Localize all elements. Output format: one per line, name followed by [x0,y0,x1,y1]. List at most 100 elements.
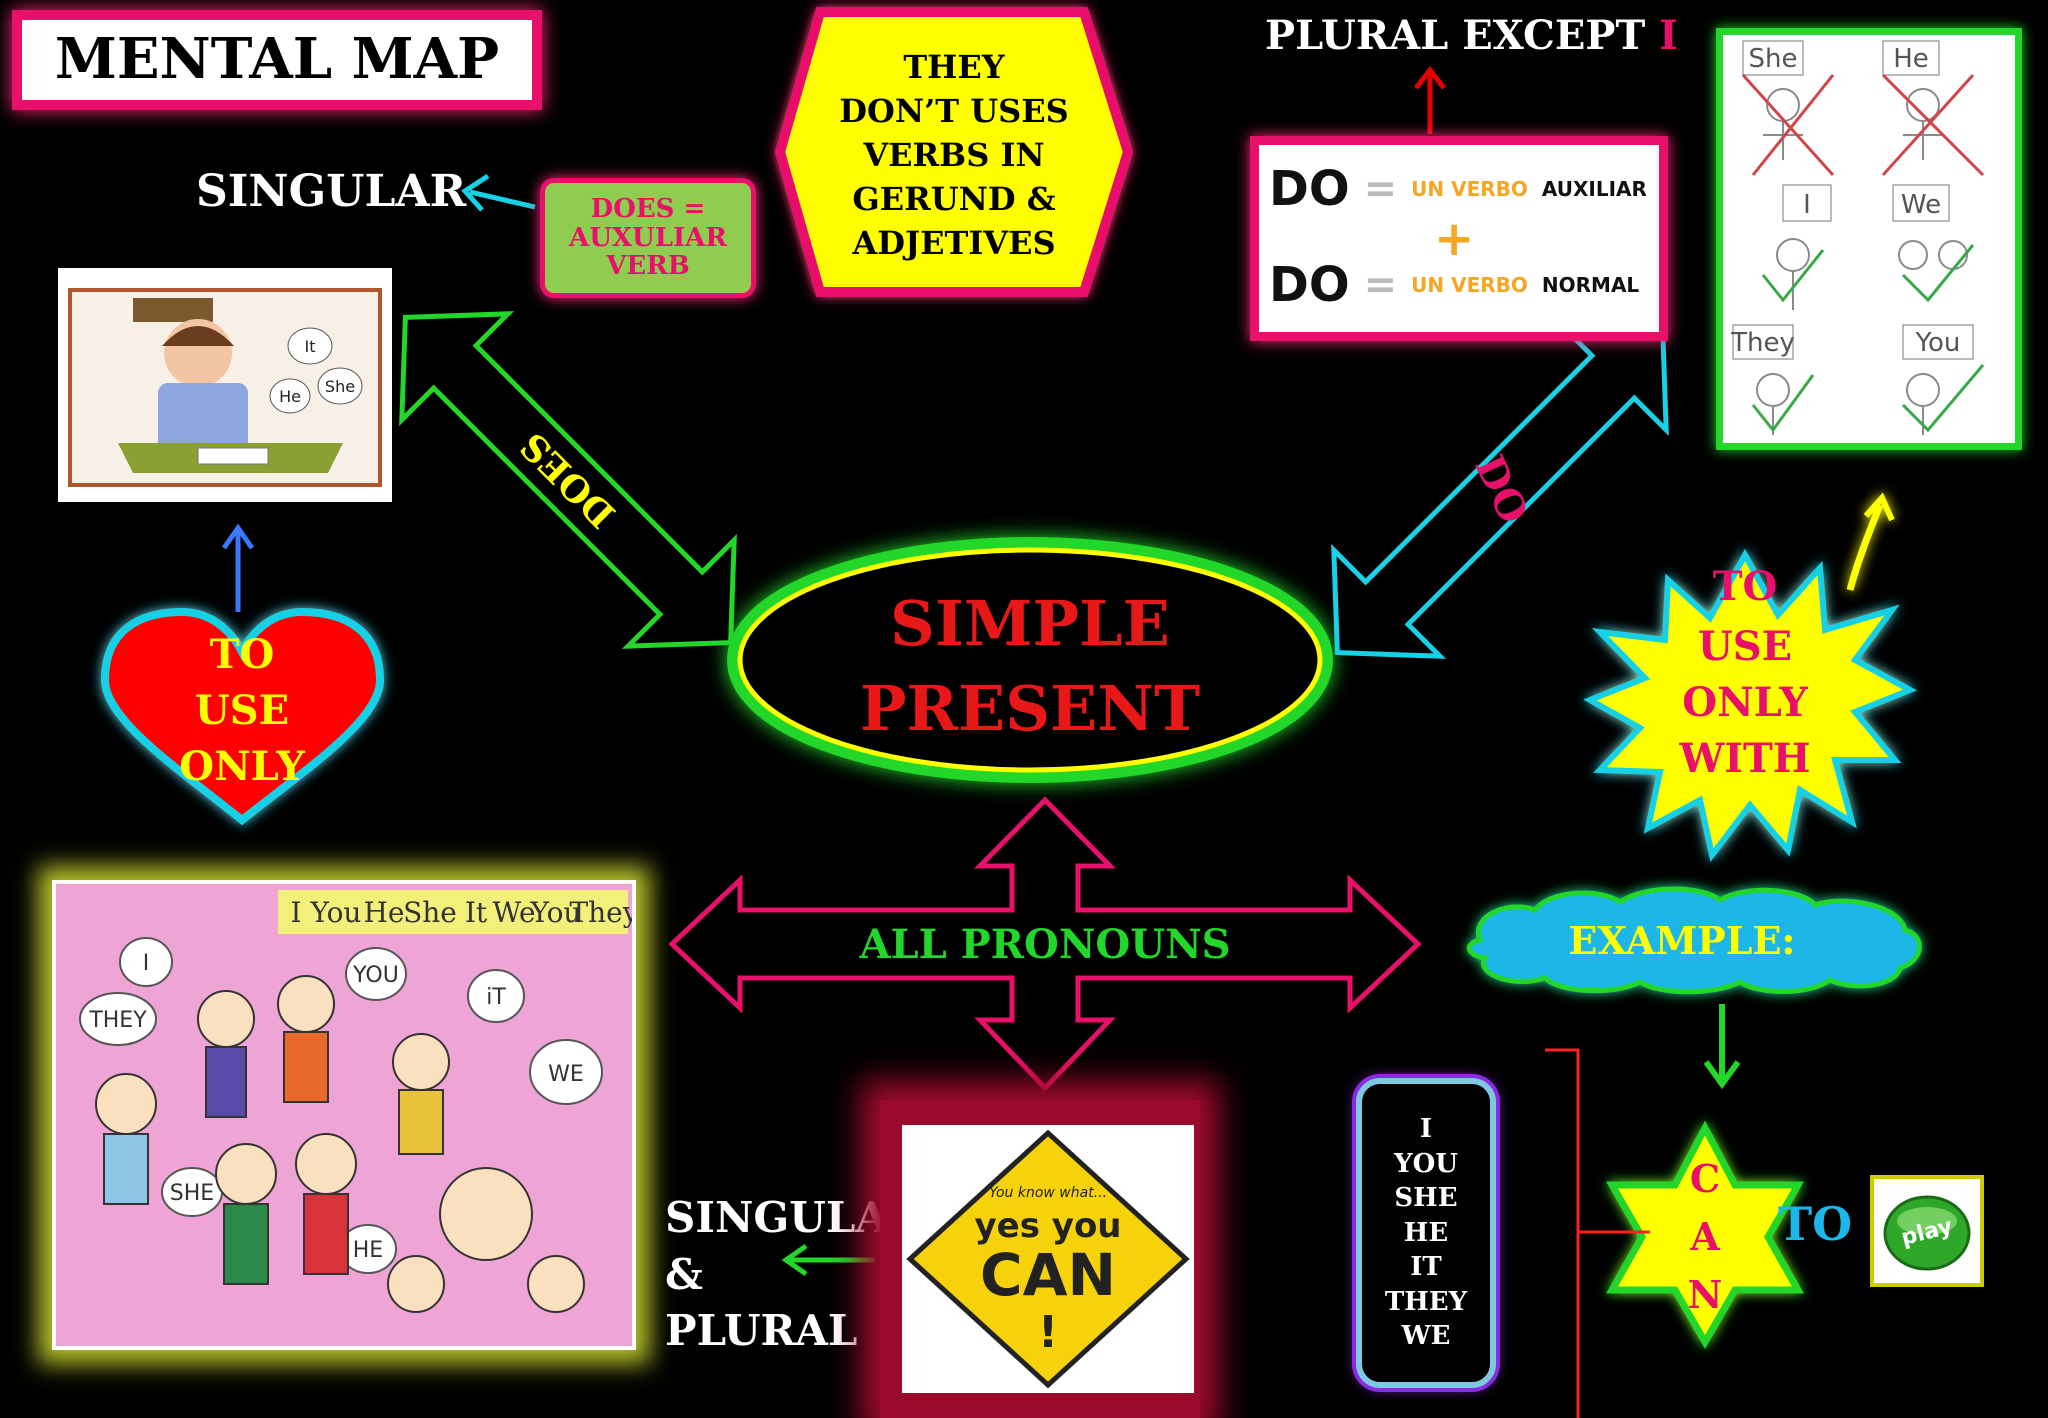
does-box-line2: AUXULIAR [569,222,727,253]
starburst-line1: TO [1713,563,1778,610]
hexagon-shape [774,7,1134,297]
center-ellipse-inner [737,547,1323,773]
pronoun-we: WE [1401,1321,1451,1352]
panel-label-she: She [1749,44,1798,74]
does-double-arrow: DOES [399,311,737,649]
singular-plural-line3: PLURAL [665,1306,858,1356]
kids-bubble-we: WE [548,1062,584,1087]
kids-bubble-they: THEY [88,1008,147,1033]
panel-label-i: I [1803,190,1811,220]
study-bubble-it: It [305,337,316,356]
arrow-example-down [1703,1004,1741,1090]
hexagon-line4: GERUND & [852,180,1055,218]
do-word-2: DO [1269,257,1350,313]
pronoun-they: THEY [1384,1286,1468,1317]
kids-pronouns-image: I You He She It We You They I THEY [52,880,639,1350]
strip-you-2: You [530,896,582,929]
can-star [1605,1120,1805,1350]
study-bubble-he: He [279,387,301,406]
arrow-to-singular-plural [781,1243,875,1277]
do-row-auxiliar: DO = UN VERBO AUXILIAR [1269,161,1647,217]
pronoun-stickfigure-panel: She He I We They You [1716,28,2022,450]
kids-bubble-it: iT [486,985,506,1010]
kids-bubble-he: HE [353,1238,383,1263]
four-way-arrow [668,796,1422,1092]
to-word: TO [1778,1197,1852,1251]
kids-drawing: I You He She It We You They I THEY [79,890,639,1313]
play-button-image[interactable]: play [1870,1175,1984,1287]
strip-i: I [290,896,301,929]
strip-you-1: You [310,896,362,929]
strip-they: They [569,896,632,929]
study-bubble-she: She [325,377,355,396]
heart-line2: USE [195,687,289,734]
strip-she: She [403,896,457,929]
can-sign-line3: ! [1038,1307,1058,1358]
kids-bubble-you: YOU [352,963,399,988]
heart-line1: TO [210,631,275,678]
can-sign-drawing: You know what... yes you CAN ! [906,1129,1190,1389]
plural-except-text: PLURAL EXCEPT [1265,12,1660,59]
pronoun-you: YOU [1394,1148,1458,1179]
all-pronouns-label: ALL PRONOUNS [858,921,1230,968]
arrow-starburst-up [1846,492,1895,591]
kids-bubble-she: SHE [170,1181,214,1206]
arrow-to-singular [461,173,536,212]
do-row-normal: DO = UN VERBO NORMAL [1269,257,1639,313]
play-icon: play [1883,1195,1971,1271]
starburst-line4: WITH [1678,735,1810,782]
studying-boy-image: It He She [58,268,392,502]
panel-label-you: You [1915,328,1961,358]
do-plus-sign: + [1434,211,1475,267]
does-box-line1: DOES = [590,194,706,225]
pronoun-i: I [1419,1113,1433,1144]
hexagon-line5: ADJETIVES [851,224,1055,262]
do-word-1: DO [1269,161,1350,217]
heart-shape [100,607,385,826]
stickfigure-drawing: She He I We They You [1730,40,1985,435]
pronoun-he: HE [1403,1217,1449,1248]
starburst-shape [1583,548,1918,862]
panel-label-they: They [1730,328,1795,358]
can-sign-line2: CAN [980,1241,1116,1309]
strip-it: It [465,896,488,929]
example-label: EXAMPLE: [1569,918,1796,963]
center-title-line2: PRESENT [860,672,1200,745]
can-sign-small: You know what... [989,1185,1107,1201]
panel-label-he: He [1893,44,1929,74]
example-cloud [1466,886,1922,995]
do-un-verbo-2: UN VERBO [1411,273,1528,297]
starburst-line2: USE [1698,623,1792,670]
starburst-line3: ONLY [1682,679,1808,726]
do-un-verbo-1: UN VERBO [1411,177,1528,201]
kids-bubble-i: I [143,951,150,976]
does-auxiliar-box: DOES = AUXULIAR VERB [540,178,756,298]
can-sign-line1: yes you [974,1206,1121,1246]
pronoun-list-card: I YOU SHE HE IT THEY WE [1356,1078,1496,1388]
pronoun-it: IT [1410,1252,1442,1283]
hexagon-line1: THEY [903,48,1005,86]
arrow-heart-to-image [221,523,255,612]
red-bracket [1545,1048,1580,1418]
can-letter-n: N [1688,1272,1723,1317]
hexagon-line2: DON’T USES [839,92,1068,130]
singular-plural-line1: SINGULAR [665,1193,923,1242]
does-box-line3: VERB [606,251,690,282]
strip-we: We [492,896,535,929]
studying-boy-drawing: It He She [68,288,382,487]
do-equals-1: = [1363,166,1398,212]
singular-plural-line2: & [665,1249,703,1299]
can-letter-c: C [1690,1156,1720,1201]
do-kind-1: AUXILIAR [1541,177,1647,201]
do-equals-2: = [1363,262,1398,308]
plural-except-label: PLURAL EXCEPT I [1265,14,1678,58]
panel-label-we: We [1901,190,1941,220]
page-title: MENTAL MAP [12,10,542,110]
singular-label-top: SINGULAR [196,166,467,217]
center-title-line1: SIMPLE [890,587,1170,660]
arrow-to-plural-except [1414,65,1446,134]
heart-line3: ONLY [179,743,305,790]
can-sign-image: You know what... yes you CAN ! [902,1125,1194,1393]
